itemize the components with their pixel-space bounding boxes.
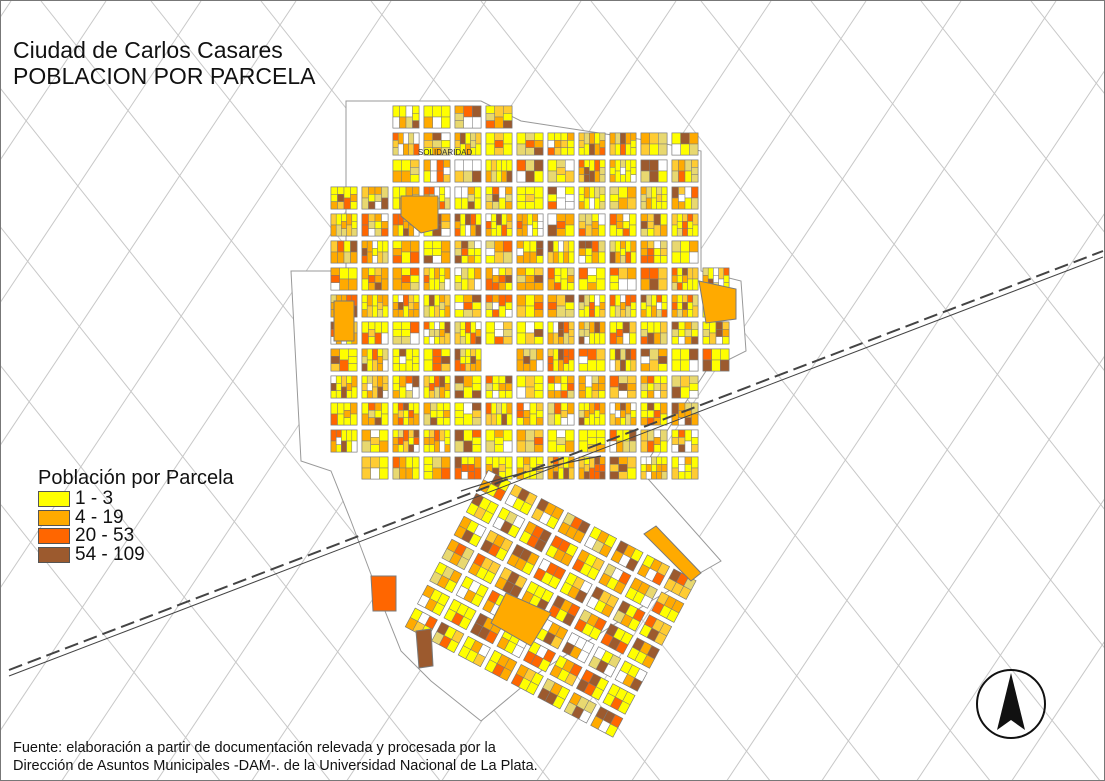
legend-label-1: 1 - 3 [75,488,114,510]
legend-swatch-4 [38,546,70,563]
legend: Población por Parcela 1 - 3 4 - 19 20 - … [38,466,234,564]
legend-title: Población por Parcela [38,467,234,489]
title-subject: POBLACION POR PARCELA [13,63,316,89]
legend-swatch-3 [38,528,70,545]
legend-item-1: 1 - 3 [38,488,234,510]
legend-label-4: 54 - 109 [75,543,145,565]
source-line-1: Fuente: elaboración a partir de document… [13,740,496,756]
legend-swatch-1 [38,491,70,508]
title-city: Ciudad de Carlos Casares [13,37,283,63]
map-title: Ciudad de Carlos Casares POBLACION POR P… [13,37,316,89]
legend-swatch-2 [38,509,70,526]
source-line-2: Dirección de Asuntos Municipales -DAM-. … [13,758,538,774]
source-note: Fuente: elaboración a partir de document… [13,739,538,775]
neighborhood-label: SOLIDARIDAD [418,148,472,157]
legend-label-3: 20 - 53 [75,525,135,547]
legend-label-2: 4 - 19 [75,506,124,528]
city-blocks [330,105,737,738]
legend-item-2: 4 - 19 [38,506,234,528]
north-arrow-icon [976,669,1046,739]
legend-item-3: 20 - 53 [38,525,234,547]
railway-line [8,250,1104,677]
legend-item-4: 54 - 109 [38,543,234,565]
